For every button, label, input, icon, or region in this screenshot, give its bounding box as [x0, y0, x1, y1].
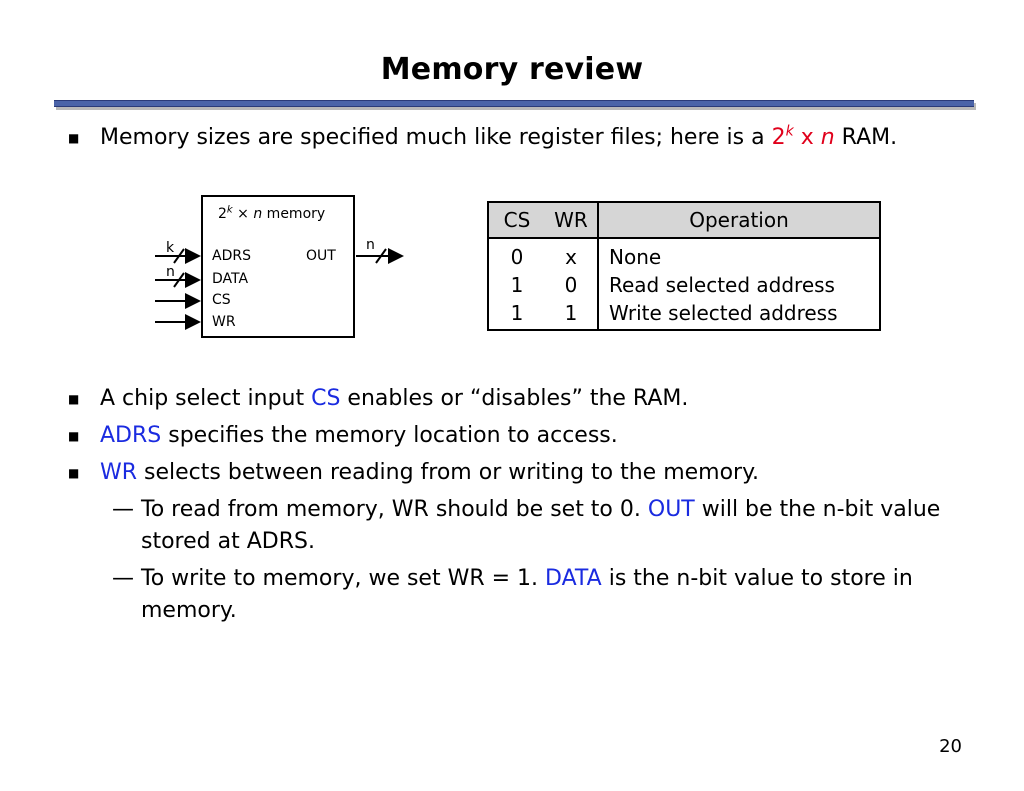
- bullet-square-icon: ■: [68, 131, 80, 145]
- subbullet-text: To write to memory, we set WR = 1. DATA …: [141, 563, 961, 627]
- keyword-cs: CS: [311, 386, 341, 411]
- table-cell: 1: [510, 301, 524, 325]
- table-cell: 0: [564, 273, 578, 297]
- table-cell: 0: [510, 245, 524, 269]
- page-number: 20: [939, 736, 962, 757]
- memory-size-times: ×: [232, 206, 254, 222]
- table-cell: 1: [564, 301, 578, 325]
- keyword-wr: WR: [100, 460, 138, 485]
- subbullet-text-part: will be the n-bit value stored at ADRS.: [141, 497, 941, 554]
- bullet-text-part: RAM.: [834, 125, 898, 150]
- memory-size-width: n: [253, 206, 263, 222]
- keyword-data: DATA: [545, 566, 602, 591]
- data-bus-slash: [173, 272, 185, 288]
- operation-column: None Read selected address Write selecte…: [597, 238, 880, 330]
- header-operation: Operation: [597, 202, 880, 239]
- table-body-row: 0 1 1 x 0 1 None Read selected address W…: [488, 238, 880, 330]
- subbullet-text-part: To read from memory, WR should be set to…: [141, 497, 648, 522]
- bullet-text-part: A chip select input: [100, 386, 312, 411]
- keyword-out: OUT: [647, 497, 695, 522]
- bullet-text-part: selects between reading from or writing …: [137, 460, 759, 485]
- wr-column: x 0 1: [545, 238, 598, 330]
- slide-title: Memory review: [380, 52, 644, 87]
- subbullet-text-part: is the n-bit value to store in memory.: [141, 566, 913, 623]
- bullet-text: WR selects between reading from or writi…: [100, 459, 759, 487]
- dash-icon: —: [112, 497, 134, 522]
- port-out-label: OUT: [306, 248, 336, 264]
- memory-size-exponent: k: [226, 204, 233, 216]
- header-cs: CS: [488, 202, 545, 239]
- table-cell: 1: [510, 273, 524, 297]
- memory-block: 2k × n memory ADRS OUT DATA CS WR: [201, 195, 355, 338]
- bullet-text: ADRS specifies the memory location to ac…: [100, 422, 618, 450]
- ram-size-times: x: [793, 125, 821, 150]
- subbullet-text-part: To write to memory, we set WR = 1.: [141, 566, 546, 591]
- cs-column: 0 1 1: [488, 238, 545, 330]
- adrs-bus-width-label: k: [166, 240, 175, 256]
- out-bus-slash: [375, 248, 387, 264]
- table-cell: Read selected address: [609, 273, 835, 297]
- bullet-text: Memory sizes are specified much like reg…: [100, 124, 897, 152]
- subbullet-text: To read from memory, WR should be set to…: [141, 494, 961, 558]
- adrs-bus-slash: [173, 248, 185, 264]
- ram-size-exponent: k: [785, 123, 794, 140]
- ram-size-width: n: [820, 125, 835, 150]
- ram-size-base: 2: [771, 125, 786, 150]
- dash-icon: —: [112, 566, 134, 591]
- port-data-label: DATA: [212, 271, 249, 287]
- memory-block-header: 2k × n memory: [218, 204, 326, 222]
- table-header-row: CS WR Operation: [488, 202, 880, 239]
- out-bus-width-label: n: [366, 237, 375, 253]
- bullet-square-icon: ■: [68, 429, 80, 443]
- memory-size-word: memory: [262, 206, 326, 222]
- title-underline: [54, 100, 974, 107]
- header-wr: WR: [545, 202, 598, 239]
- bullet-square-icon: ■: [68, 392, 80, 406]
- operation-table: CS WR Operation 0 1 1 x 0 1 None Read se…: [487, 201, 881, 331]
- table-cell: None: [609, 245, 662, 269]
- bullet-square-icon: ■: [68, 466, 80, 480]
- memory-size-base: 2: [218, 206, 227, 222]
- port-cs-label: CS: [212, 292, 231, 308]
- bullet-text-part: Memory sizes are specified much like reg…: [100, 125, 772, 150]
- keyword-adrs: ADRS: [100, 423, 162, 448]
- table-cell: x: [565, 245, 577, 269]
- table-cell: Write selected address: [609, 301, 838, 325]
- bullet-text-part: specifies the memory location to access.: [161, 423, 618, 448]
- port-wr-label: WR: [212, 314, 236, 330]
- port-adrs-label: ADRS: [212, 248, 251, 264]
- bullet-text: A chip select input CS enables or “disab…: [100, 385, 688, 413]
- bullet-text-part: enables or “disables” the RAM.: [340, 386, 689, 411]
- data-bus-width-label: n: [166, 264, 175, 280]
